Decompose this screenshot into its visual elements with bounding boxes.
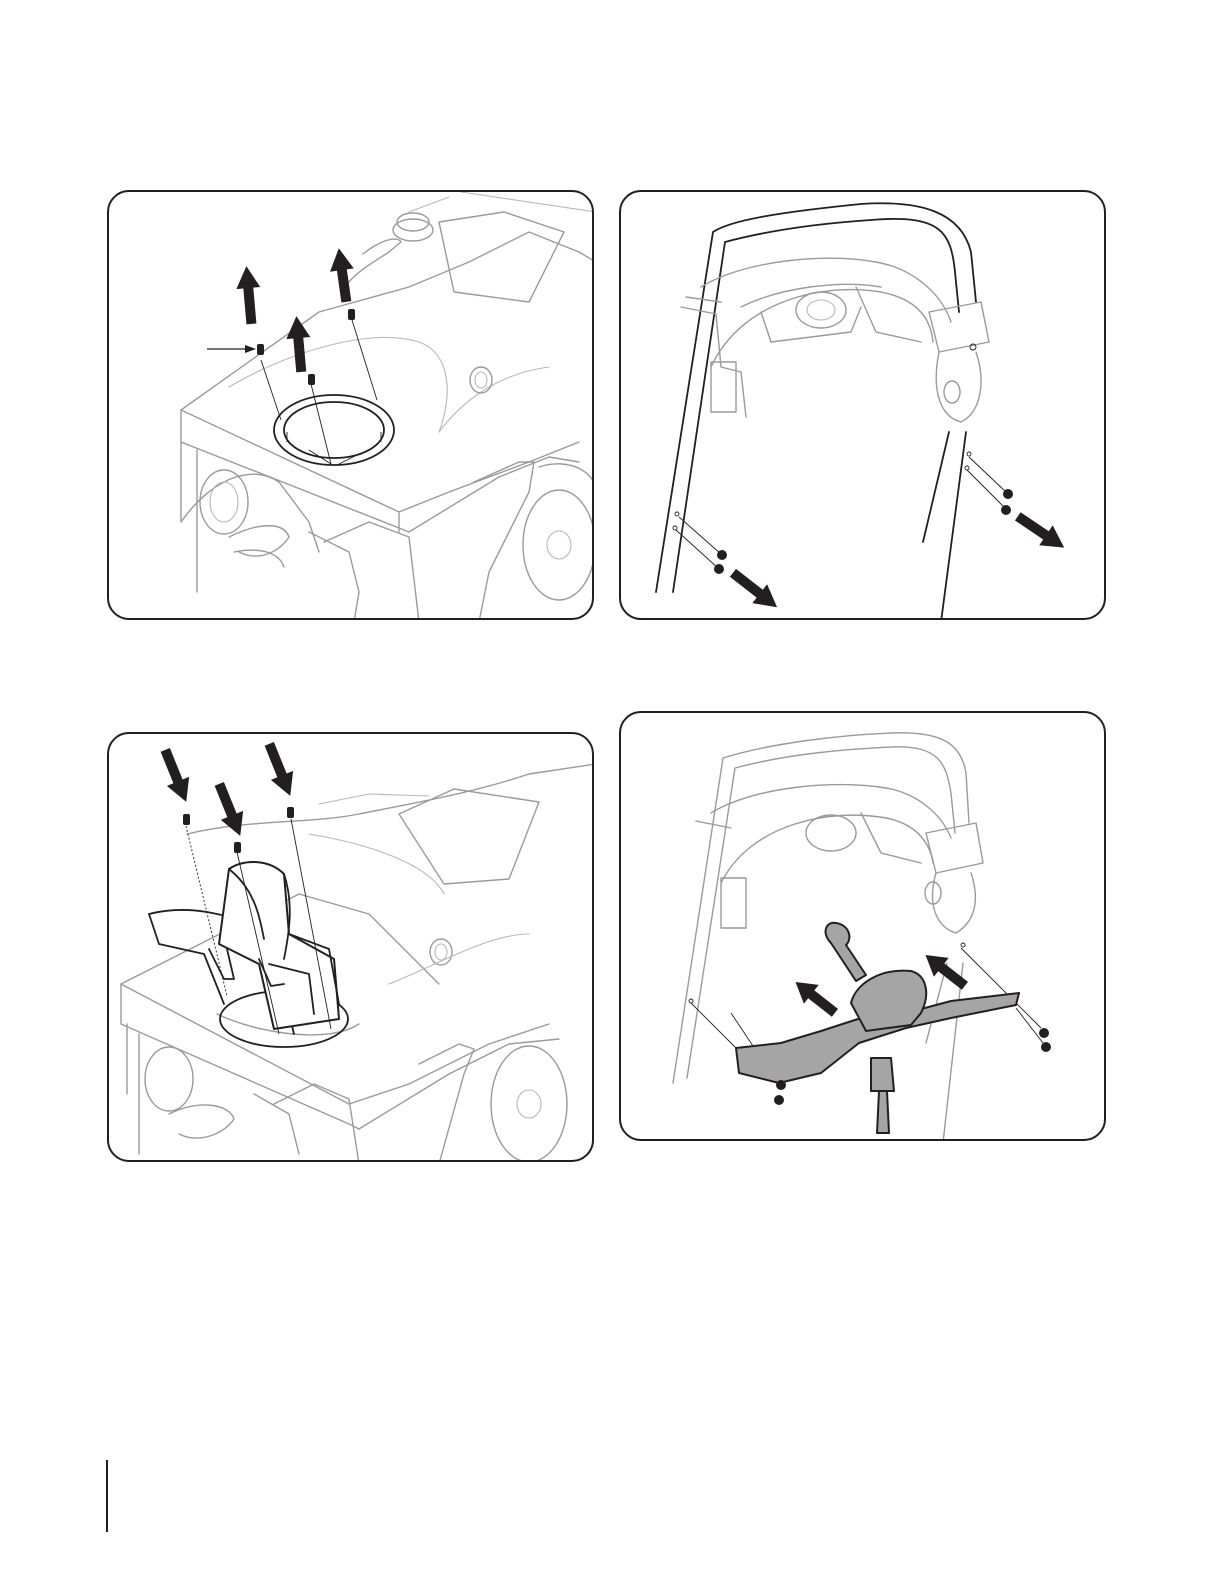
arrow-down-icon	[154, 745, 197, 806]
screw-icon	[776, 1080, 786, 1090]
arrow-down-right-icon	[1011, 506, 1071, 557]
figure-install-chute	[107, 732, 594, 1162]
arrow-up-icon	[284, 315, 313, 373]
figure-remove-chute-screws	[107, 190, 594, 620]
screw-icon	[1001, 505, 1011, 515]
arrow-up-icon	[327, 247, 358, 304]
screw-icon	[1039, 1028, 1049, 1038]
snowthrower-chute-base-illustration	[109, 192, 594, 620]
screw-icon	[1041, 1042, 1051, 1052]
screw-icon	[714, 564, 724, 574]
arrow-up-icon	[234, 265, 263, 325]
screw-icon	[234, 842, 241, 853]
screw-icon	[348, 309, 355, 320]
screw-icon	[308, 374, 315, 385]
screw-icon	[287, 807, 294, 818]
screw-icon	[1003, 489, 1013, 499]
figure-install-shift-bracket	[619, 711, 1106, 1141]
chute-installation-illustration	[109, 734, 594, 1162]
arrow-down-right-icon	[726, 563, 785, 616]
shift-bracket-installation-illustration	[621, 713, 1106, 1141]
screw-icon	[717, 550, 727, 560]
figure-remove-handle-screws	[619, 190, 1106, 620]
arrow-up-left-icon	[788, 973, 842, 1023]
handle-assembly-illustration	[621, 192, 1106, 620]
arrow-down-icon	[258, 739, 301, 800]
screw-icon	[183, 814, 190, 825]
arrow-down-icon	[208, 779, 251, 840]
screw-icon	[257, 344, 264, 355]
screw-icon	[774, 1095, 784, 1105]
page-margin-rule	[106, 1460, 108, 1532]
